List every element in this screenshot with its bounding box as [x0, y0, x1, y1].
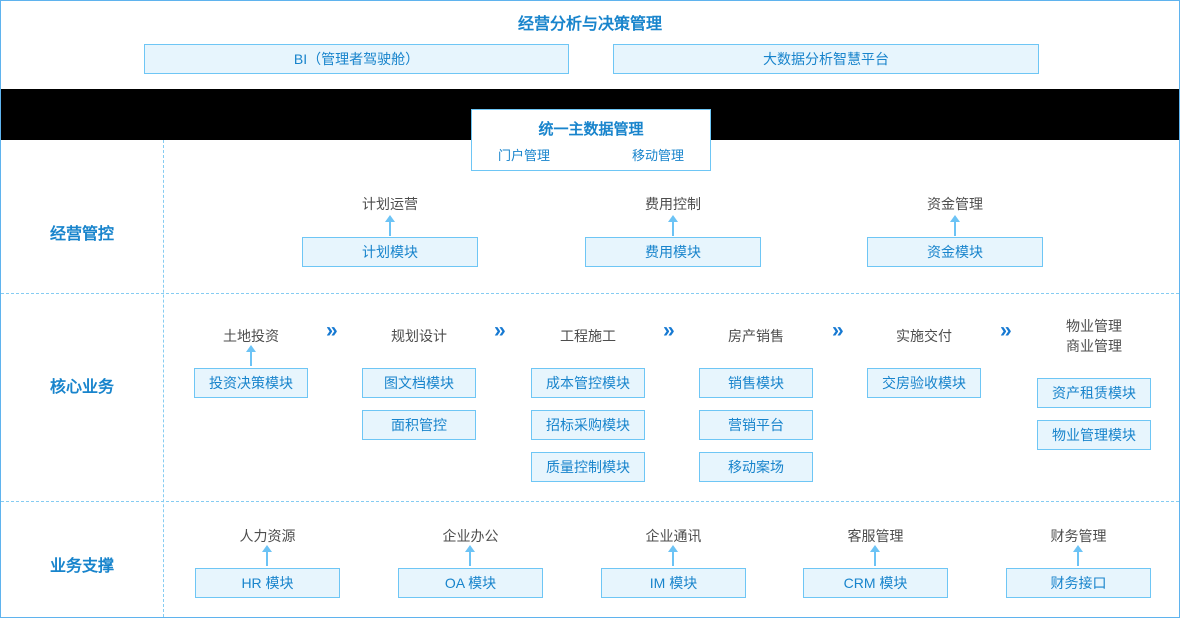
- arrow-up-icon: [262, 545, 272, 566]
- module-box: IM 模块: [601, 568, 746, 598]
- module-box: 资产租赁模块: [1037, 378, 1151, 408]
- module-box: 投资决策模块: [194, 368, 308, 398]
- arrow-up-icon: [668, 545, 678, 566]
- flow-title: 资金管理: [927, 196, 983, 212]
- module-box: 财务接口: [1006, 568, 1151, 598]
- row-divider-2: [1, 501, 1179, 502]
- module-box: 资金模块: [867, 237, 1043, 267]
- section-label-support: 业务支撑: [49, 558, 114, 575]
- row-divider-1: [1, 293, 1179, 294]
- module-box: 图文档模块: [362, 368, 476, 398]
- arrow-up-icon: [465, 545, 475, 566]
- module-box: OA 模块: [398, 568, 543, 598]
- module-box: HR 模块: [195, 568, 340, 598]
- chevron-right-icon: »: [663, 319, 675, 342]
- chevron-right-icon: »: [326, 319, 338, 342]
- flow-title: 客服管理: [847, 528, 904, 544]
- chevron-right-icon: »: [1000, 319, 1012, 342]
- flow-title: 企业通讯: [645, 528, 702, 544]
- module-box: 销售模块: [699, 368, 813, 398]
- module-box: 面积管控: [362, 410, 476, 440]
- flow-title: 房产销售: [728, 328, 784, 344]
- page-title: 经营分析与决策管理: [517, 16, 662, 33]
- arrow-up-icon: [870, 545, 880, 566]
- flow-title: 实施交付: [896, 328, 952, 344]
- flow-title: 财务管理: [1050, 528, 1107, 544]
- module-box: 营销平台: [699, 410, 813, 440]
- master-data-title: 统一主数据管理: [538, 121, 644, 138]
- flow-title: 土地投资: [223, 328, 279, 344]
- module-box: 费用模块: [585, 237, 761, 267]
- section-label-core: 核心业务: [49, 379, 114, 396]
- arrow-up-icon: [668, 215, 678, 236]
- flow-title: 商业管理: [1066, 338, 1122, 354]
- module-box: 物业管理模块: [1037, 420, 1151, 450]
- bi-cockpit-box: BI（管理者驾驶舱）: [144, 44, 569, 74]
- flow-title: 费用控制: [645, 196, 701, 212]
- module-box: 交房验收模块: [867, 368, 981, 398]
- module-box: 移动案场: [699, 452, 813, 482]
- module-box: CRM 模块: [803, 568, 948, 598]
- arrow-up-icon: [950, 215, 960, 236]
- flow-title: 物业管理: [1066, 318, 1122, 334]
- flow-title: 计划运营: [362, 196, 418, 212]
- chevron-right-icon: »: [494, 319, 506, 342]
- chevron-right-icon: »: [832, 319, 844, 342]
- module-box: 质量控制模块: [531, 452, 645, 482]
- flow-title: 企业办公: [442, 528, 499, 544]
- arrow-up-icon: [385, 215, 395, 236]
- module-box: 招标采购模块: [531, 410, 645, 440]
- section-label-management: 经营管控: [49, 226, 114, 243]
- left-column-divider: [163, 140, 164, 617]
- portal-mgmt-label: 门户管理: [498, 148, 551, 163]
- arrow-up-icon: [1073, 545, 1083, 566]
- arrow-up-icon: [246, 345, 256, 366]
- module-box: 计划模块: [302, 237, 478, 267]
- module-box: 成本管控模块: [531, 368, 645, 398]
- flow-title: 工程施工: [560, 328, 616, 344]
- flow-title: 规划设计: [391, 328, 447, 344]
- mobile-mgmt-label: 移动管理: [631, 148, 684, 163]
- flow-title: 人力资源: [239, 528, 296, 544]
- bigdata-platform-box: 大数据分析智慧平台: [613, 44, 1039, 74]
- master-data-box: 统一主数据管理 门户管理 移动管理: [471, 109, 711, 171]
